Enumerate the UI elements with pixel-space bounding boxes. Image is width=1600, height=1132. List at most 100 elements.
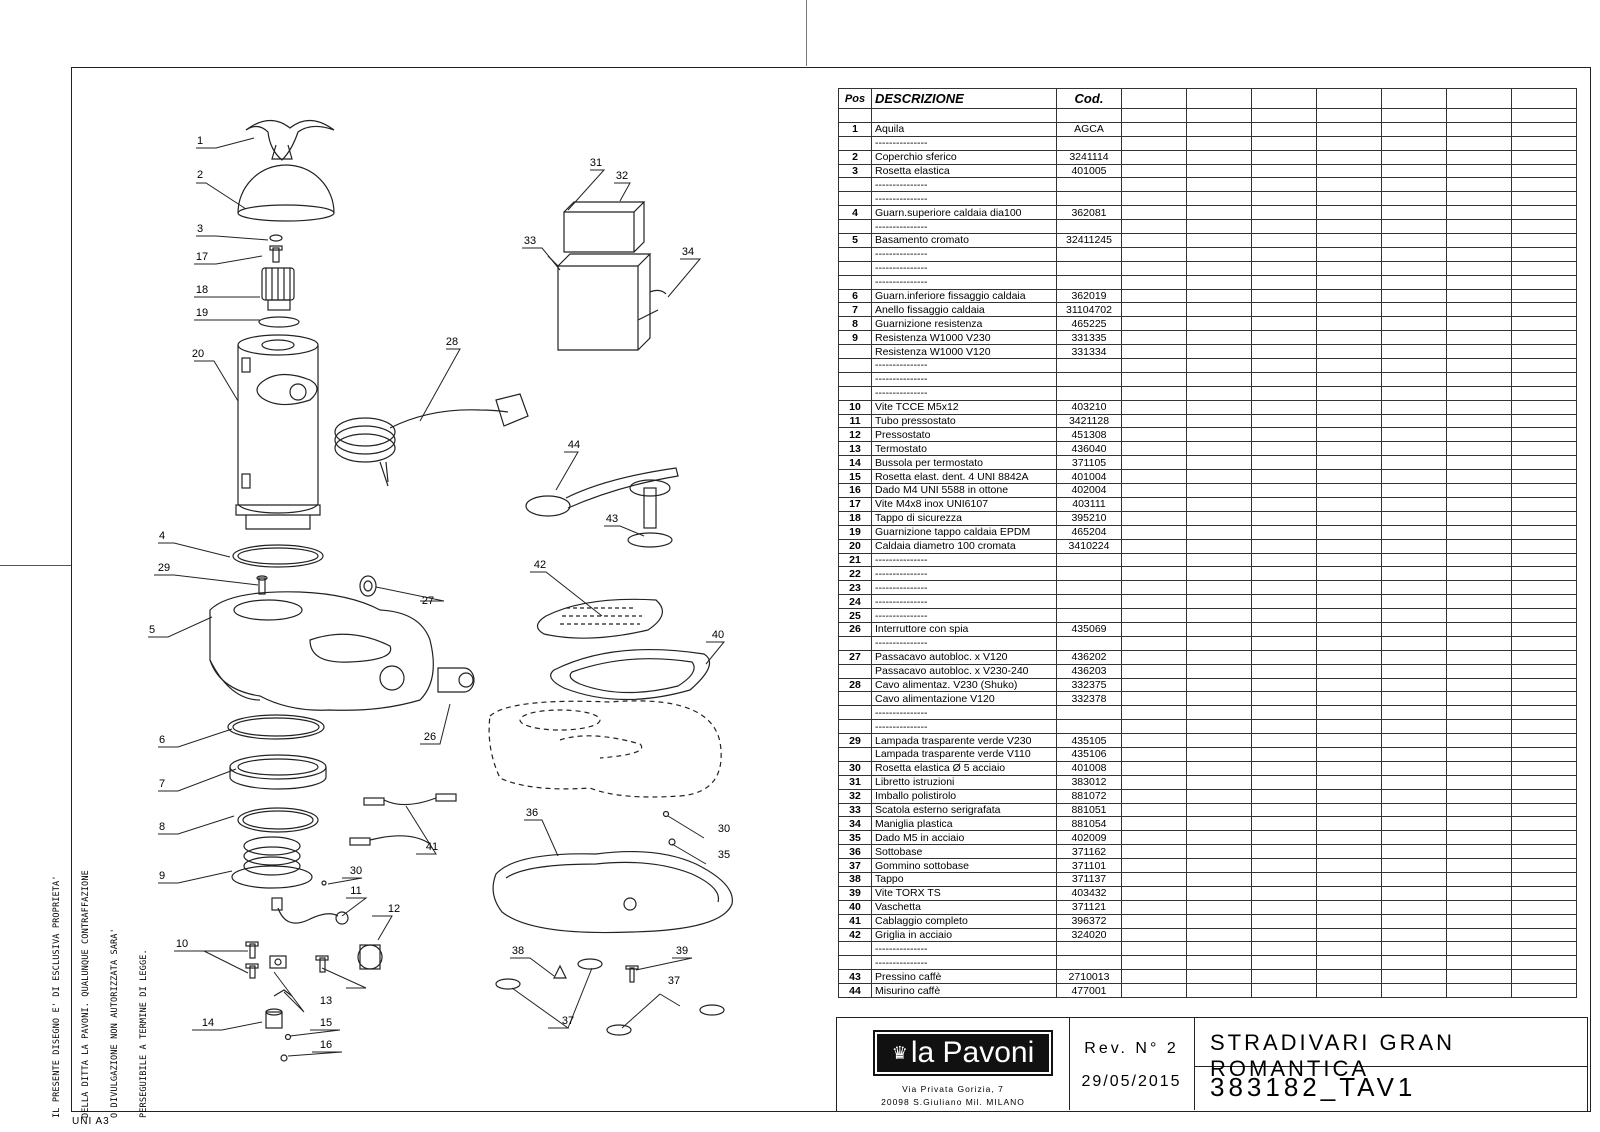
blank-cell (1251, 774, 1317, 790)
blank-cell (1316, 246, 1382, 262)
blank-cell (1446, 191, 1512, 207)
blank-cell (1446, 358, 1512, 373)
blank-cell (1316, 344, 1382, 360)
part-position: 3 (838, 163, 872, 179)
blank-cell (1381, 719, 1447, 735)
part-description: Interruttore con spia (871, 621, 1057, 637)
blank-cell (1251, 413, 1317, 429)
torx-screw-part (625, 965, 639, 983)
part-code: 403210 (1056, 399, 1122, 415)
part-description: Griglia in acciaio (871, 927, 1057, 943)
blank-cell (1121, 663, 1187, 679)
blank-cell (1186, 219, 1252, 235)
blank-cell (1446, 844, 1512, 860)
part-position: 27 (838, 649, 872, 665)
blank-cell (1251, 538, 1317, 554)
blank-cell (1511, 399, 1577, 415)
table-row: --------------- (838, 385, 1577, 401)
callout-label: 20 (192, 348, 204, 360)
part-code (1056, 371, 1122, 387)
part-description: Aquila (871, 121, 1057, 137)
blank-cell (1251, 969, 1317, 985)
blank-cell (1121, 969, 1187, 985)
part-description: Gommino sottobase (871, 858, 1057, 873)
part-position: 12 (838, 427, 872, 443)
part-description: Scatola esterno serigrafata (871, 802, 1057, 818)
blank-cell (1511, 108, 1577, 123)
part-description: Termostato (871, 441, 1057, 457)
blank-cell (1316, 566, 1382, 582)
blank-cell (1186, 788, 1252, 804)
blank-cell (1511, 316, 1577, 332)
blank-cell (1316, 427, 1382, 443)
blank-cell (1381, 760, 1447, 776)
part-code: 451308 (1056, 427, 1122, 443)
blank-cell (1251, 691, 1317, 707)
part-code: 31104702 (1056, 302, 1122, 318)
blank-cell (1316, 316, 1382, 332)
table-row: --------------- (838, 719, 1577, 735)
blank-cell (1446, 816, 1512, 832)
blank-cell (1511, 233, 1577, 248)
blank-cell (1121, 899, 1187, 915)
blank-cell (1446, 663, 1512, 679)
part-description: --------------- (871, 941, 1057, 957)
callout-label: 3 (197, 223, 203, 235)
blank-cell (1381, 691, 1447, 707)
blank-cell (1381, 677, 1447, 693)
blank-cell (1511, 385, 1577, 401)
table-row: --------------- (838, 358, 1577, 373)
blank-cell (1446, 316, 1512, 332)
blank-cell (1316, 385, 1382, 401)
table-row: --------------- (838, 219, 1577, 235)
blank-cell (1121, 788, 1187, 804)
blank-cell (1251, 121, 1317, 137)
blank-cell (1511, 135, 1577, 151)
table-row: --------------- (838, 274, 1577, 290)
part-code (1056, 385, 1122, 401)
blank-cell (1446, 788, 1512, 804)
blank-cell (1511, 510, 1577, 526)
blank-cell (1316, 149, 1382, 165)
blank-cell (1186, 274, 1252, 290)
packaging-box-part (547, 201, 667, 351)
blank-cell (1511, 969, 1577, 985)
blank-cell (1251, 524, 1317, 540)
part-description: Resistenza W1000 V230 (871, 330, 1057, 346)
part-description: Vaschetta (871, 899, 1057, 915)
part-description: Vite TORX TS (871, 885, 1057, 901)
blank-cell (1381, 552, 1447, 568)
lamp-part (256, 575, 268, 595)
blank-cell (1251, 899, 1317, 915)
blank-cell (1316, 788, 1382, 804)
callout-label: 37 (668, 975, 680, 987)
blank-cell (1446, 899, 1512, 915)
part-description: Rosetta elastica (871, 163, 1057, 179)
part-position (838, 260, 872, 276)
base-housing-outline (488, 700, 722, 798)
blank-cell (1121, 246, 1187, 262)
part-code: 436040 (1056, 441, 1122, 457)
blank-cell (1251, 191, 1317, 207)
blank-cell (1316, 663, 1382, 679)
blank-cell (1186, 330, 1252, 346)
blank-cell (1251, 871, 1317, 887)
revision-cell: Rev. N° 2 29/05/2015 (1069, 1018, 1195, 1110)
table-row: --------------- (838, 177, 1577, 193)
blank-cell (1511, 205, 1577, 221)
blank-cell (1316, 608, 1382, 623)
blank-cell (1121, 649, 1187, 665)
part-code: 362081 (1056, 205, 1122, 221)
blank-cell (1121, 441, 1187, 457)
part-code (1056, 177, 1122, 193)
blank-cell (1186, 108, 1252, 123)
blank-cell (1511, 219, 1577, 235)
blank-cell (1381, 121, 1447, 137)
blank-cell (1121, 691, 1187, 707)
part-code (1056, 246, 1122, 262)
callout-label: 19 (196, 307, 208, 319)
title-cell: STRADIVARI GRAN ROMANTICA (1194, 1018, 1587, 1081)
blank-cell (1251, 580, 1317, 596)
